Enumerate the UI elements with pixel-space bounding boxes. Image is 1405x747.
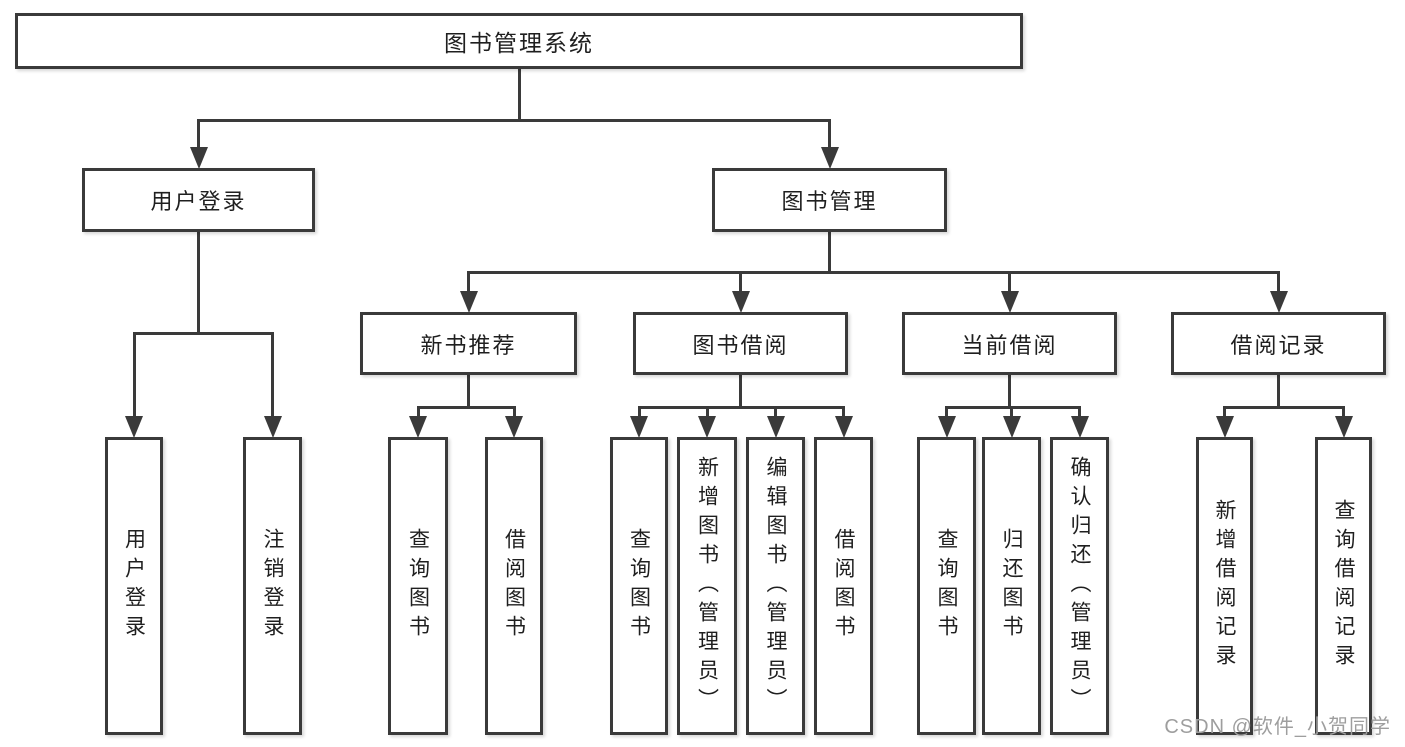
node-leaf-login: 用户登录 (105, 437, 163, 735)
node-leaf-rec-borrow: 借阅图书 (485, 437, 543, 735)
connector-line (705, 407, 709, 419)
arrowhead-icon (731, 291, 750, 313)
connector-line (467, 272, 470, 294)
connector-line (132, 333, 136, 419)
connector-line (739, 272, 742, 294)
node-user-login: 用户登录 (82, 168, 315, 232)
connector-line (1342, 407, 1345, 419)
connector-line (416, 407, 420, 419)
connector-line (1223, 407, 1226, 419)
node-leaf-bb-borrow: 借阅图书 (814, 437, 873, 735)
node-borrow-records: 借阅记录 (1171, 312, 1386, 375)
node-leaf-cb-query: 查询图书 (917, 437, 976, 735)
arrowhead-icon (505, 416, 523, 438)
connector-line (197, 232, 200, 333)
connector-line (1277, 272, 1280, 294)
connector-line (1008, 272, 1011, 294)
node-leaf-rec-query: 查询图书 (388, 437, 448, 735)
connector-line (512, 407, 516, 419)
connector-line (132, 331, 274, 335)
arrowhead-icon (263, 416, 282, 438)
arrowhead-icon (1000, 291, 1019, 313)
connector-line (945, 407, 948, 419)
node-leaf-br-query: 查询借阅记录 (1315, 437, 1372, 735)
connector-line (842, 407, 845, 419)
connector-line (197, 118, 831, 122)
connector-line (1277, 375, 1280, 407)
node-book-mgmt: 图书管理 (712, 168, 947, 232)
node-leaf-cb-confirm: 确认归还（管理员） (1050, 437, 1109, 735)
node-new-book-rec: 新书推荐 (360, 312, 577, 375)
arrowhead-icon (937, 416, 956, 438)
connector-line (467, 375, 470, 407)
connector-line (828, 120, 831, 150)
connector-line (637, 407, 641, 419)
csdn-watermark: CSDN @软件_小贺同学 (1164, 716, 1391, 738)
arrowhead-icon (820, 147, 839, 169)
arrowhead-icon (1269, 291, 1288, 313)
node-book-borrow: 图书借阅 (633, 312, 848, 375)
arrowhead-icon (1334, 416, 1353, 438)
node-leaf-logout: 注销登录 (243, 437, 302, 735)
node-leaf-bb-add: 新增图书（管理员） (677, 437, 737, 735)
connector-line (416, 405, 516, 409)
connector-line (945, 405, 1081, 409)
connector-line (739, 375, 742, 407)
arrowhead-icon (698, 416, 716, 438)
arrowhead-icon (834, 416, 853, 438)
node-current-borrow: 当前借阅 (902, 312, 1117, 375)
connector-line (1008, 375, 1011, 407)
connector-line (1223, 405, 1345, 409)
connector-line (467, 270, 1280, 274)
connector-line (1010, 407, 1013, 419)
arrowhead-icon (125, 416, 143, 438)
arrowhead-icon (189, 147, 208, 169)
connector-line (197, 120, 200, 150)
arrowhead-icon (459, 291, 478, 313)
node-leaf-bb-edit: 编辑图书（管理员） (746, 437, 805, 735)
arrowhead-icon (409, 416, 427, 438)
arrowhead-icon (766, 416, 785, 438)
arrowhead-icon (1070, 416, 1089, 438)
arrowhead-icon (630, 416, 648, 438)
connector-line (637, 405, 845, 409)
arrowhead-icon (1215, 416, 1234, 438)
node-leaf-bb-query: 查询图书 (610, 437, 668, 735)
connector-line (828, 232, 831, 272)
node-leaf-br-add: 新增借阅记录 (1196, 437, 1253, 735)
arrowhead-icon (1002, 416, 1021, 438)
node-root: 图书管理系统 (15, 13, 1023, 69)
connector-line (271, 333, 274, 419)
connector-line (774, 407, 777, 419)
node-leaf-cb-return: 归还图书 (982, 437, 1041, 735)
connector-line (1078, 407, 1081, 419)
connector-line (517, 69, 521, 120)
